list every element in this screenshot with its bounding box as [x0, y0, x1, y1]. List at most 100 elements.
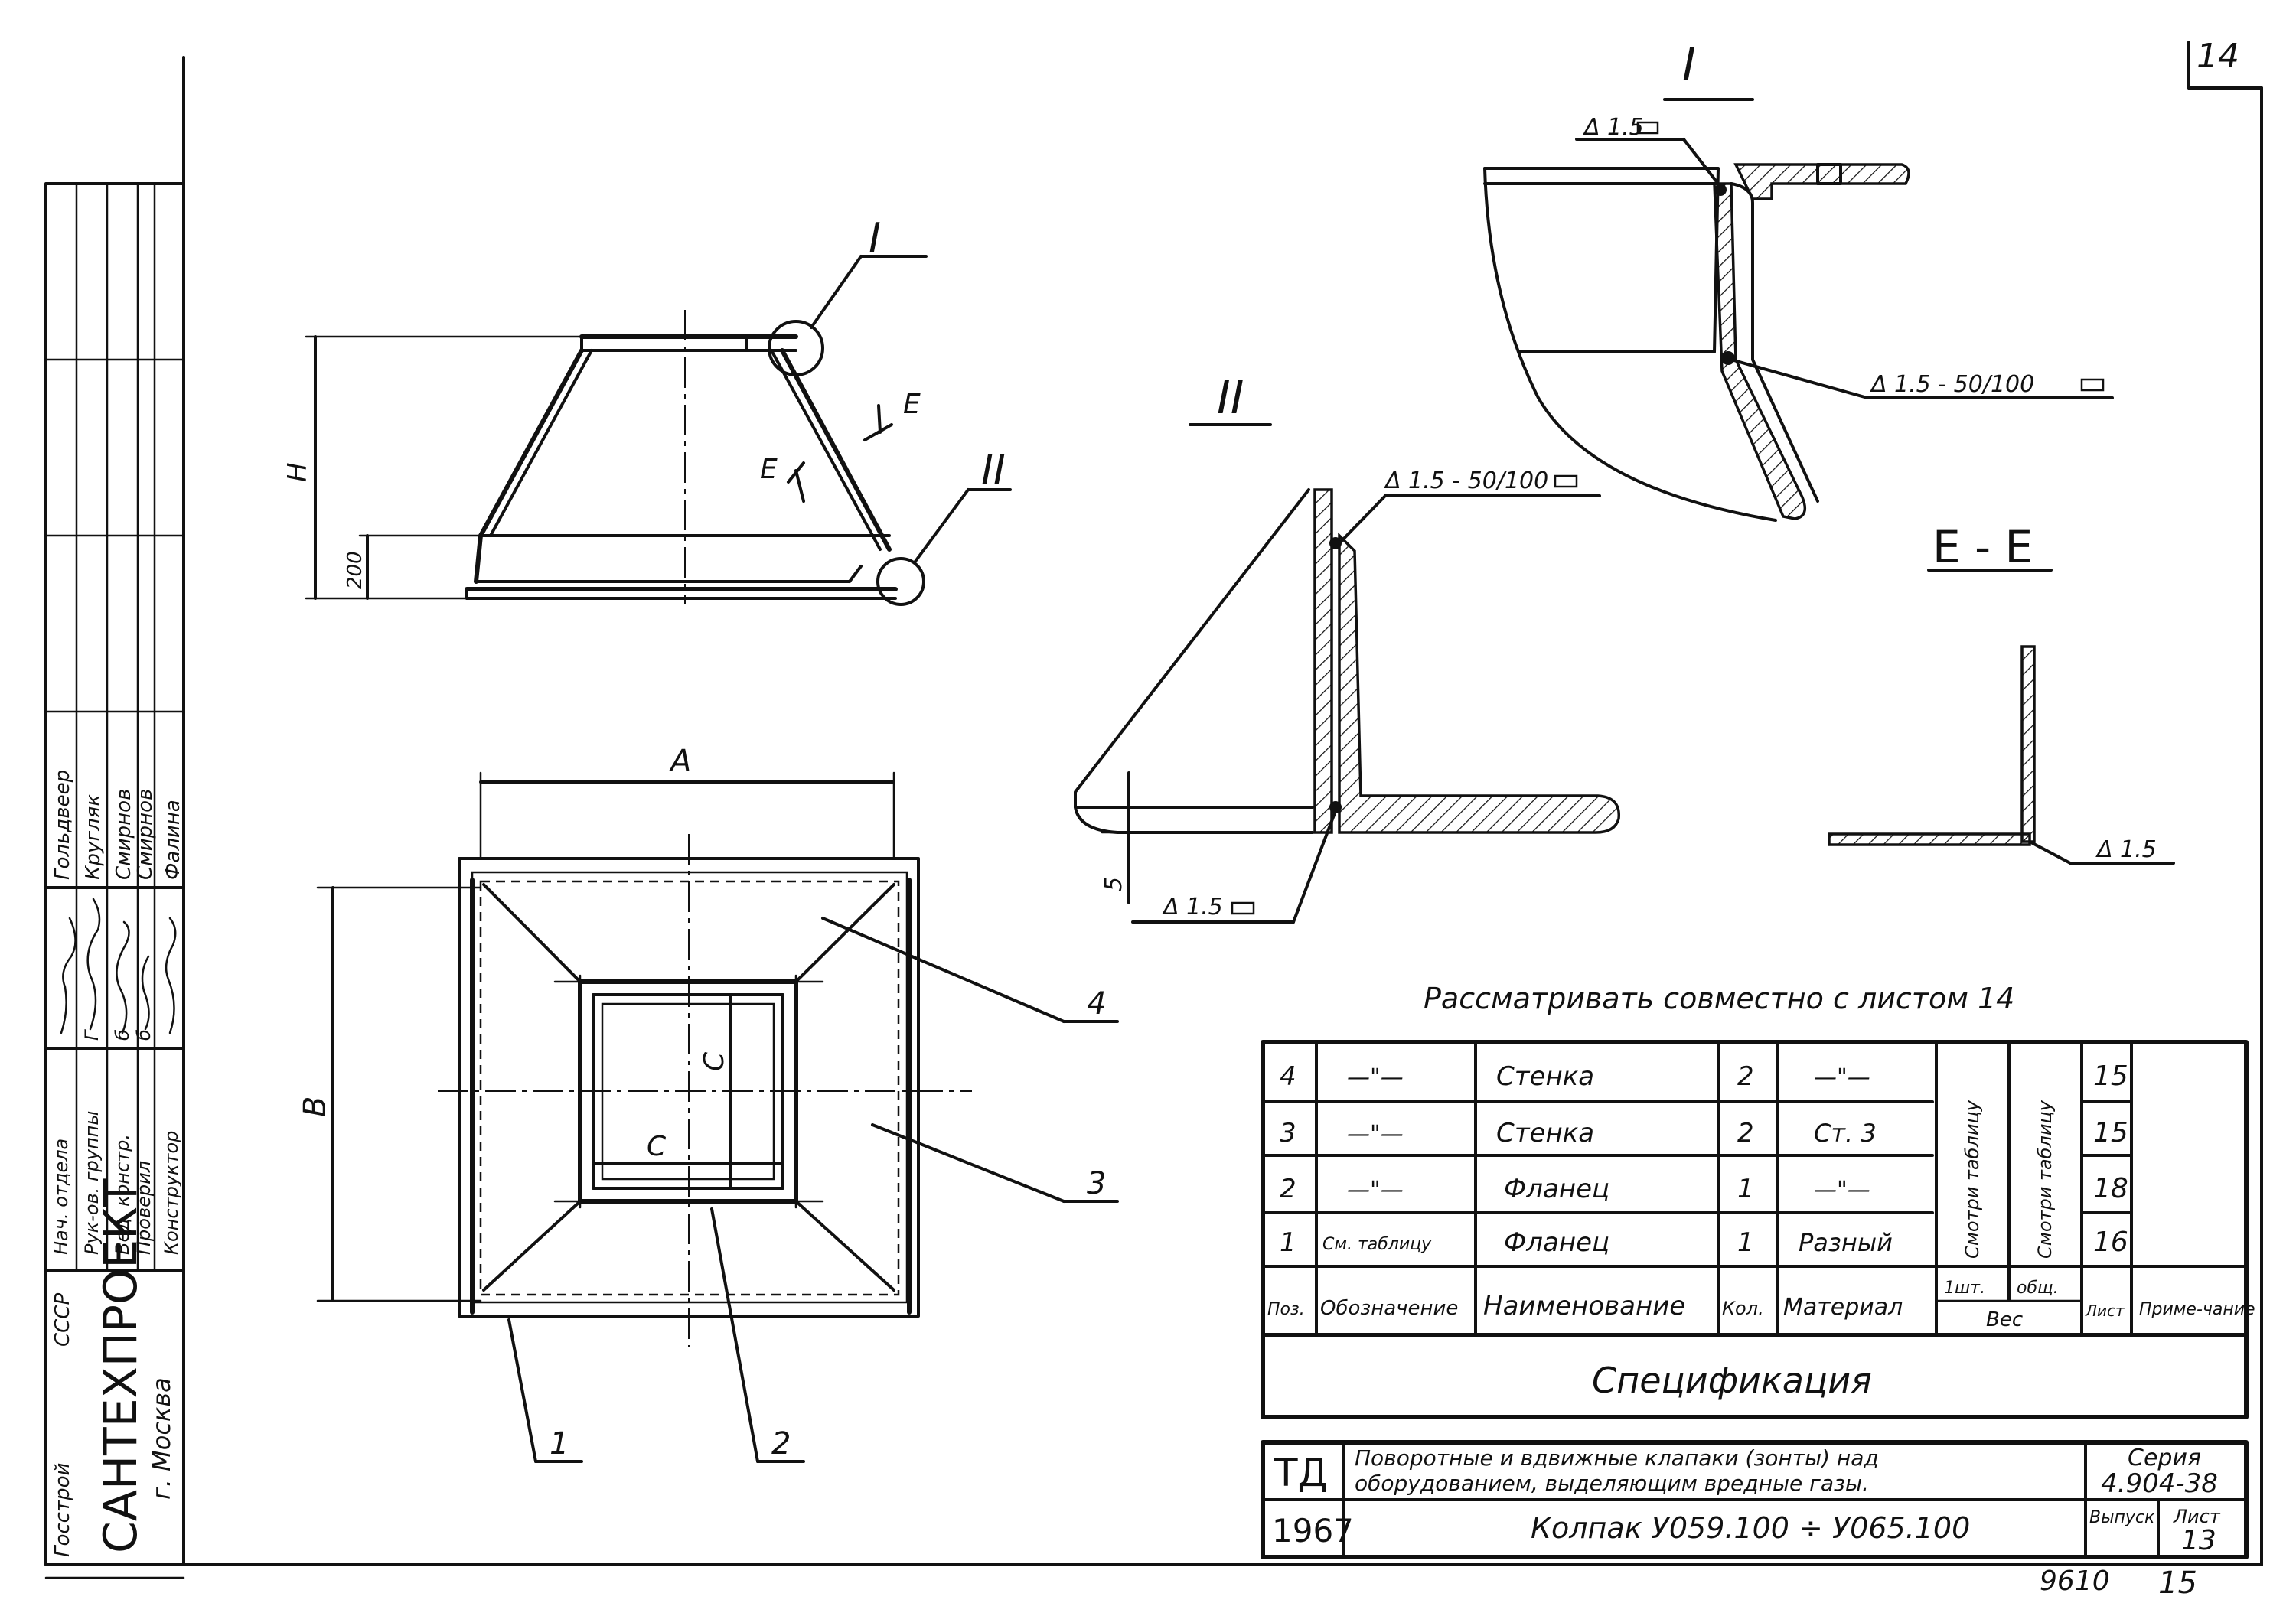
section-ee-detail [1828, 569, 2175, 865]
dim-5-label: 5 [1101, 877, 1127, 891]
spec-row-1-pos: 1 [1280, 1227, 1296, 1258]
dim-200-label: 200 [344, 551, 367, 589]
spec-row-3-material: Ст. 3 [1814, 1119, 1877, 1148]
position-1-label: 1 [550, 1426, 569, 1461]
spec-header-pos: Поз. [1267, 1300, 1305, 1319]
spec-row-2-sheet: 18 [2093, 1173, 2128, 1204]
sheet-number: 14 [2197, 37, 2239, 76]
spec-row-3-pos: 3 [1280, 1118, 1296, 1148]
stamp-signatures [60, 898, 177, 1034]
stamp-name-4: Смирнов [134, 789, 157, 880]
spec-row-2-designation: —"— [1347, 1177, 1404, 1204]
spec-row-4-name: Стенка [1496, 1061, 1594, 1092]
node-ii-weld-bottom: Δ 1.5 [1162, 894, 1223, 920]
spec-row-2-pos: 2 [1280, 1174, 1296, 1204]
stamp-name-2: Кругляк [82, 794, 105, 880]
spec-row-3-sheet: 15 [2093, 1117, 2128, 1148]
spec-row-1-designation: См. таблицу [1322, 1235, 1432, 1254]
plan-view [316, 771, 1119, 1463]
title-block-item-title: Колпак У059.100 ÷ У065.100 [1531, 1511, 1970, 1545]
stamp-name-3: Смирнов [113, 789, 135, 880]
stamp-org-line2: СССР [51, 1293, 74, 1347]
stamp-role-extra-2: Г [81, 1029, 103, 1041]
position-4-label: 4 [1087, 986, 1106, 1021]
node-ii-title: II [1217, 371, 1244, 425]
stamp-role-extra-4: б [133, 1029, 155, 1041]
spec-header-row: Поз. Обозначение Наименование Кол. Матер… [1267, 1279, 2255, 1331]
dim-b-label: B [298, 1096, 333, 1117]
spec-header-designation: Обозначение [1320, 1297, 1458, 1320]
dim-c-horizontal-label: C [647, 1131, 667, 1162]
spec-header-note: Приме-чание [2139, 1300, 2255, 1319]
stamp-role-5: Конструктор [161, 1131, 182, 1255]
stamp-org-name: САНТЕХПРОЕКТ [94, 1178, 148, 1553]
stamp-role-2: Рук-ов. группы [81, 1111, 103, 1255]
spec-header-material: Материал [1783, 1294, 1903, 1321]
spec-row-4-qty: 2 [1737, 1061, 1754, 1092]
stamp-city: г. Москва [147, 1377, 176, 1500]
spec-header-weight-total: общ. [2017, 1279, 2059, 1298]
title-block-sheet-value: 13 [2181, 1525, 2216, 1556]
spec-header-sheet: Лист [2085, 1302, 2125, 1320]
spec-title: Спецификация [1592, 1360, 1872, 1401]
title-block-series-value: 4.904-38 [2101, 1468, 2218, 1499]
dim-c-vertical-label: C [699, 1051, 730, 1071]
node-ii-detail [1074, 423, 1620, 924]
side-stamp [44, 182, 185, 1566]
spec-row-1-material: Разный [1799, 1228, 1893, 1257]
spec-row-1: 1 См. таблицу Фланец 1 Разный 16 [1280, 1227, 2128, 1258]
spec-row-4-sheet: 15 [2093, 1060, 2128, 1092]
spec-header-name: Наименование [1483, 1291, 1685, 1321]
footer-number-right: 15 [2158, 1566, 2197, 1601]
sheet-frame [44, 41, 2263, 1579]
stamp-role-3: Вед. констр. [112, 1134, 133, 1255]
node-i-detail [1483, 98, 2114, 522]
spec-row-4-designation: —"— [1347, 1064, 1404, 1091]
title-block-td: ТД [1274, 1451, 1328, 1495]
spec-row-1-name: Фланец [1504, 1227, 1609, 1258]
position-3-label: 3 [1087, 1166, 1106, 1201]
spec-row-3: 3 —"— Стенка 2 Ст. 3 15 [1280, 1117, 2128, 1148]
stamp-role-extra-3: б [112, 1029, 133, 1041]
spec-row-3-designation: —"— [1347, 1121, 1404, 1148]
elevation-node-ii-label: II [981, 446, 1006, 494]
stamp-name-1: Гольдвеер [51, 770, 74, 880]
section-mark-left: Е [760, 454, 778, 485]
spec-row-1-sheet: 16 [2093, 1227, 2128, 1258]
node-i-weld-top: Δ 1.5 [1583, 114, 1644, 141]
title-block-sheet-label: Лист [2173, 1506, 2221, 1527]
spec-row-4-material: —"— [1814, 1064, 1870, 1091]
elevation-node-i-label: I [869, 214, 881, 262]
dim-h-label: H [282, 462, 313, 482]
spec-row-2-name: Фланец [1504, 1174, 1609, 1204]
node-ii-weld-top: Δ 1.5 - 50/100 [1384, 468, 1548, 494]
title-block [1261, 1440, 2249, 1559]
spec-header-weight: Вес [1986, 1308, 2023, 1331]
section-ee-weld: Δ 1.5 [2095, 836, 2157, 863]
spec-header-weight-one: 1шт. [1944, 1279, 1985, 1298]
elevation-view [305, 255, 1012, 606]
spec-row-4: 4 —"— Стенка 2 —"— 15 [1280, 1060, 2128, 1092]
footer-number-left: 9610 [2040, 1566, 2110, 1597]
title-block-series-label: Серия [2128, 1445, 2201, 1471]
spec-row-4-pos: 4 [1280, 1061, 1296, 1092]
spec-row-3-name: Стенка [1496, 1118, 1594, 1148]
spec-row-1-qty: 1 [1737, 1227, 1754, 1258]
node-i-weld-bottom: Δ 1.5 - 50/100 [1870, 371, 2034, 398]
specification-table [1261, 1040, 2249, 1419]
stamp-org-line1: Госстрой [51, 1463, 74, 1557]
node-i-title: I [1682, 38, 1696, 92]
section-mark-right: Е [903, 389, 921, 420]
title-block-description-2: оборудованием, выделяющим вредные газы. [1355, 1471, 1869, 1496]
spec-row-3-qty: 2 [1737, 1118, 1754, 1148]
note-text: Рассматривать совместно с листом 14 [1424, 982, 2014, 1015]
stamp-name-5: Фалина [161, 800, 184, 880]
title-block-issue-label: Выпуск [2089, 1508, 2155, 1527]
spec-row-2: 2 —"— Фланец 1 —"— 18 [1280, 1173, 2128, 1204]
spec-row-2-material: —"— [1814, 1177, 1870, 1204]
spec-row-2-qty: 1 [1737, 1174, 1754, 1204]
position-2-label: 2 [771, 1426, 791, 1461]
spec-header-qty: Кол. [1722, 1298, 1764, 1319]
